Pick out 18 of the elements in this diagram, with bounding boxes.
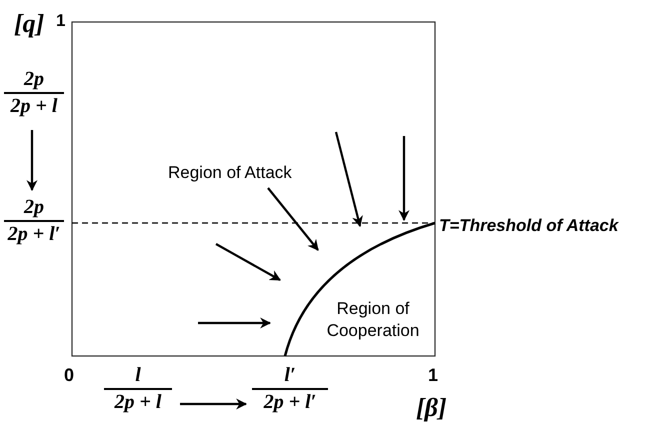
axis-label: [β] <box>416 392 447 423</box>
axis-label: 0 <box>64 364 74 387</box>
axis-label: Region of Attack <box>168 162 292 184</box>
fraction-denominator: 2p + l′ <box>8 223 60 246</box>
arrow <box>26 130 38 192</box>
fraction-denominator: 2p + l′ <box>264 391 316 414</box>
fraction-numerator: l <box>135 364 141 387</box>
axis-label: 1 <box>56 10 66 32</box>
axis-label: [q] <box>14 8 44 40</box>
fraction-denominator: 2p + l <box>114 391 162 414</box>
axis-label: Region of Cooperation <box>326 298 420 342</box>
axis-label: 1 <box>428 364 438 387</box>
fraction-numerator: l′ <box>284 364 296 387</box>
fraction-numerator: 2p <box>24 68 44 91</box>
arrow <box>180 398 248 410</box>
fraction-denominator: 2p + l <box>10 95 58 118</box>
axis-label: T=Threshold of Attack <box>439 215 618 237</box>
fraction-numerator: 2p <box>24 196 44 219</box>
